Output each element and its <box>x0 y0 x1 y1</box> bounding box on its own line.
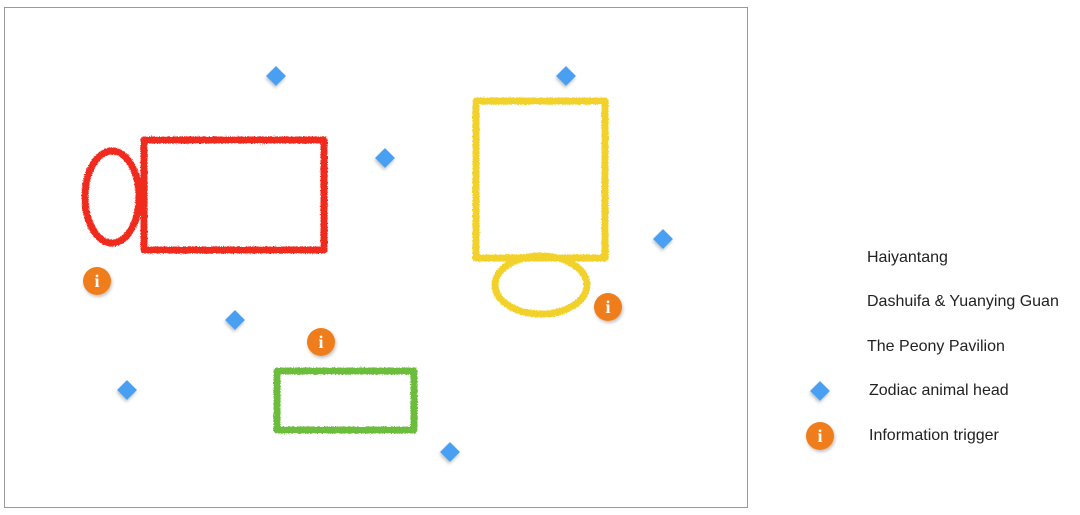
haiyantang-ellipse <box>81 147 143 247</box>
info-icon[interactable]: i <box>83 267 111 295</box>
svg-text:i: i <box>817 426 822 446</box>
peony-pavilion-area[interactable] <box>273 367 418 434</box>
legend-label-zodiac: Zodiac animal head <box>869 382 1009 399</box>
svg-text:i: i <box>318 332 323 352</box>
legend-label-peony: The Peony Pavilion <box>867 338 1005 355</box>
dashuifa-rectangle <box>472 97 609 262</box>
haiyantang-area[interactable] <box>81 136 328 254</box>
zodiac-markers <box>117 66 673 462</box>
map-frame <box>4 7 748 508</box>
legend-label-haiyantang: Haiyantang <box>867 249 948 266</box>
legend-label-info: Information trigger <box>869 427 999 444</box>
dashuifa-ellipse <box>491 252 591 318</box>
zodiac-icon[interactable] <box>440 442 460 462</box>
svg-text:i: i <box>94 271 99 291</box>
zodiac-icon[interactable] <box>653 229 673 249</box>
peony-pavilion-rectangle <box>273 367 418 434</box>
zodiac-icon[interactable] <box>225 310 245 330</box>
info-icon[interactable]: i <box>594 293 622 321</box>
dashuifa-area[interactable] <box>472 97 609 318</box>
legend-info-icon: i <box>806 422 834 450</box>
zodiac-icon[interactable] <box>556 66 576 86</box>
svg-text:i: i <box>605 297 610 317</box>
zodiac-icon[interactable] <box>266 66 286 86</box>
zodiac-icon[interactable] <box>117 380 137 400</box>
zodiac-icon[interactable] <box>375 148 395 168</box>
info-icon[interactable]: i <box>307 328 335 356</box>
legend-label-dashuifa: Dashuifa & Yuanying Guan <box>867 293 1059 310</box>
info-markers: i i i <box>83 267 622 356</box>
legend: i <box>791 255 849 450</box>
haiyantang-rectangle <box>140 136 328 254</box>
legend-zodiac-icon <box>810 381 830 401</box>
